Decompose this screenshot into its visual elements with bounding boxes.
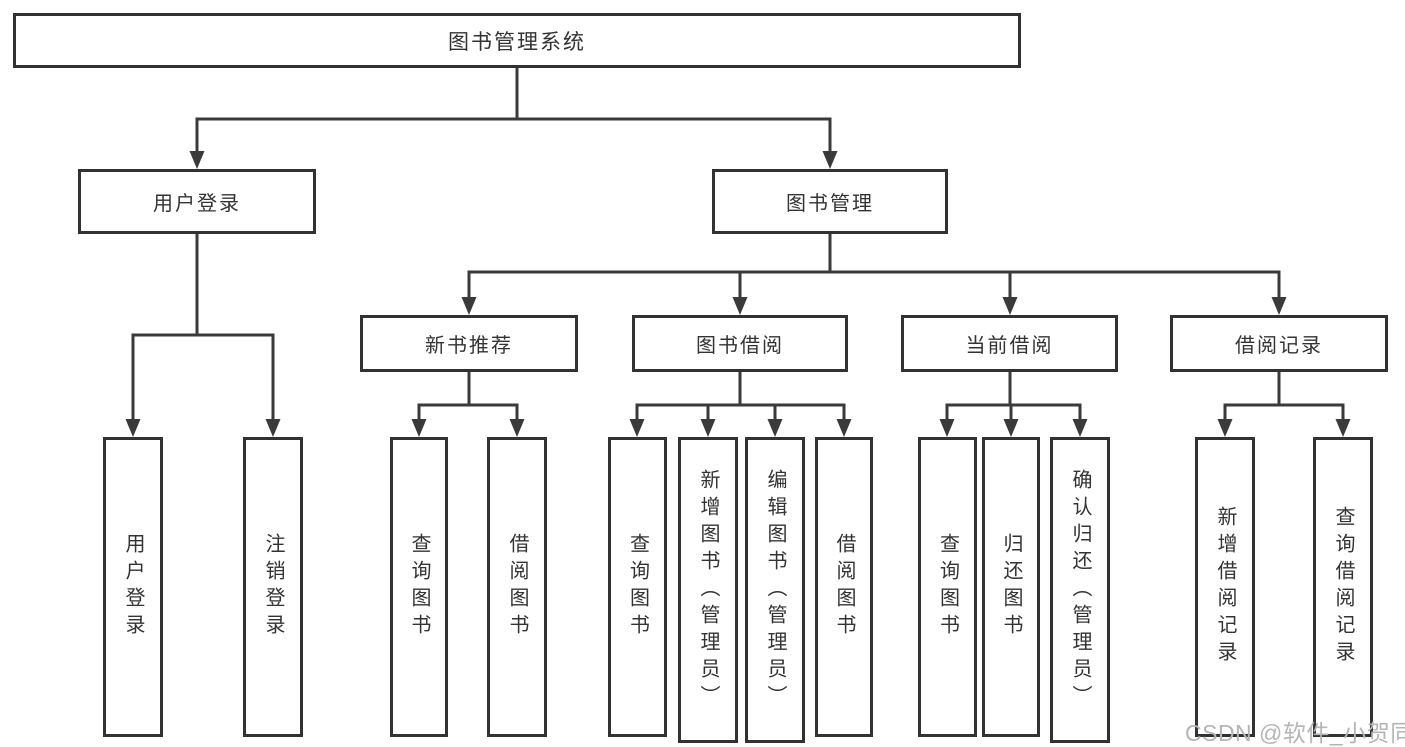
leaf-borrow-books-recommend: 借阅图书 — [487, 437, 547, 737]
leaf-add-borrow-record: 新增借阅记录 — [1195, 437, 1255, 737]
node-user-login: 用户登录 — [78, 169, 316, 234]
leaf-confirm-return-admin: 确认归还（管理员） — [1050, 437, 1110, 743]
leaf-borrow-books: 借阅图书 — [815, 437, 873, 737]
node-borrow-records: 借阅记录 — [1170, 315, 1388, 372]
node-book-management: 图书管理 — [712, 169, 948, 234]
leaf-logout-login: 注销登录 — [243, 437, 303, 737]
connector-new-book-recommend-to-leaves — [411, 370, 525, 437]
leaf-user-login: 用户登录 — [103, 437, 163, 737]
node-book-borrow: 图书借阅 — [632, 315, 848, 372]
leaf-add-book-admin: 新增图书（管理员） — [678, 437, 738, 743]
node-root-system: 图书管理系统 — [13, 13, 1021, 68]
node-new-book-recommend: 新书推荐 — [360, 315, 578, 372]
node-current-borrow: 当前借阅 — [901, 315, 1118, 372]
leaf-query-books-borrow: 查询图书 — [608, 437, 667, 737]
leaf-edit-book-admin: 编辑图书（管理员） — [745, 437, 805, 743]
connector-borrow-records-to-leaves — [1217, 370, 1351, 437]
leaf-query-borrow-record: 查询借阅记录 — [1313, 437, 1373, 737]
leaf-query-books-current: 查询图书 — [918, 437, 977, 737]
leaf-return-book: 归还图书 — [982, 437, 1040, 737]
csdn-watermark: CSDN @软件_小贺同学 — [1185, 720, 1405, 746]
connector-root-to-level2 — [189, 66, 838, 169]
connector-book-borrow-to-leaves — [629, 370, 852, 437]
connector-book-management-to-level3 — [461, 232, 1287, 315]
connector-current-borrow-to-leaves — [939, 370, 1088, 437]
leaf-query-books-recommend: 查询图书 — [390, 437, 448, 737]
connector-user-login-to-leaves — [125, 232, 281, 437]
